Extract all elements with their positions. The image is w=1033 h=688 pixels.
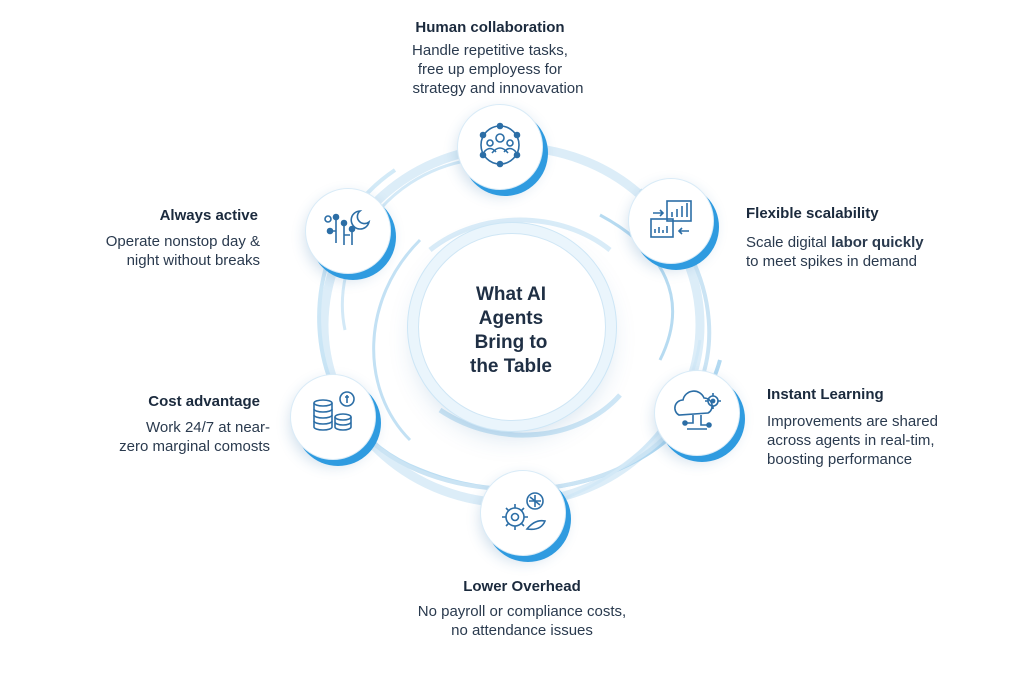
flexible-scalability-node xyxy=(628,178,714,264)
cost-advantage-node xyxy=(290,374,376,460)
cost-advantage-desc: Work 24/7 at near- zero marginal comosts xyxy=(119,419,270,455)
always-active-title: Always active xyxy=(159,207,258,224)
team-network-icon xyxy=(479,122,521,168)
lower-overhead-desc: No payroll or compliance costs, no atten… xyxy=(417,603,627,639)
center-hub xyxy=(418,233,606,421)
instant-learning-title: Instant Learning xyxy=(767,386,884,403)
flexible-scalability-desc: Scale digital labor quickly to meet spik… xyxy=(746,234,924,270)
scaling-dashboard-icon xyxy=(650,200,692,238)
center-title: What AI Agents Bring to the Table xyxy=(470,284,552,377)
flexible-scalability-title: Flexible scalability xyxy=(746,205,879,222)
human-collaboration-title: Human collaboration xyxy=(415,19,565,36)
lower-overhead-node xyxy=(480,470,566,556)
always-active-desc: Operate nonstop day & night without brea… xyxy=(105,233,260,269)
lower-overhead-title: Lower Overhead xyxy=(463,578,581,595)
coin-stack-icon xyxy=(313,391,355,431)
gear-leaf-icon xyxy=(502,492,547,531)
cloud-gear-icon xyxy=(674,390,721,430)
instant-learning-node xyxy=(654,370,740,456)
always-active-node xyxy=(305,188,391,274)
instant-learning-desc: Improvements are shared across agents in… xyxy=(767,413,938,468)
human-collaboration-desc: Handle repetitive tasks, free up employe… xyxy=(412,42,584,97)
cost-advantage-title: Cost advantage xyxy=(148,393,260,410)
human-collaboration-node xyxy=(457,104,543,190)
moon-circuit-icon xyxy=(324,210,371,245)
